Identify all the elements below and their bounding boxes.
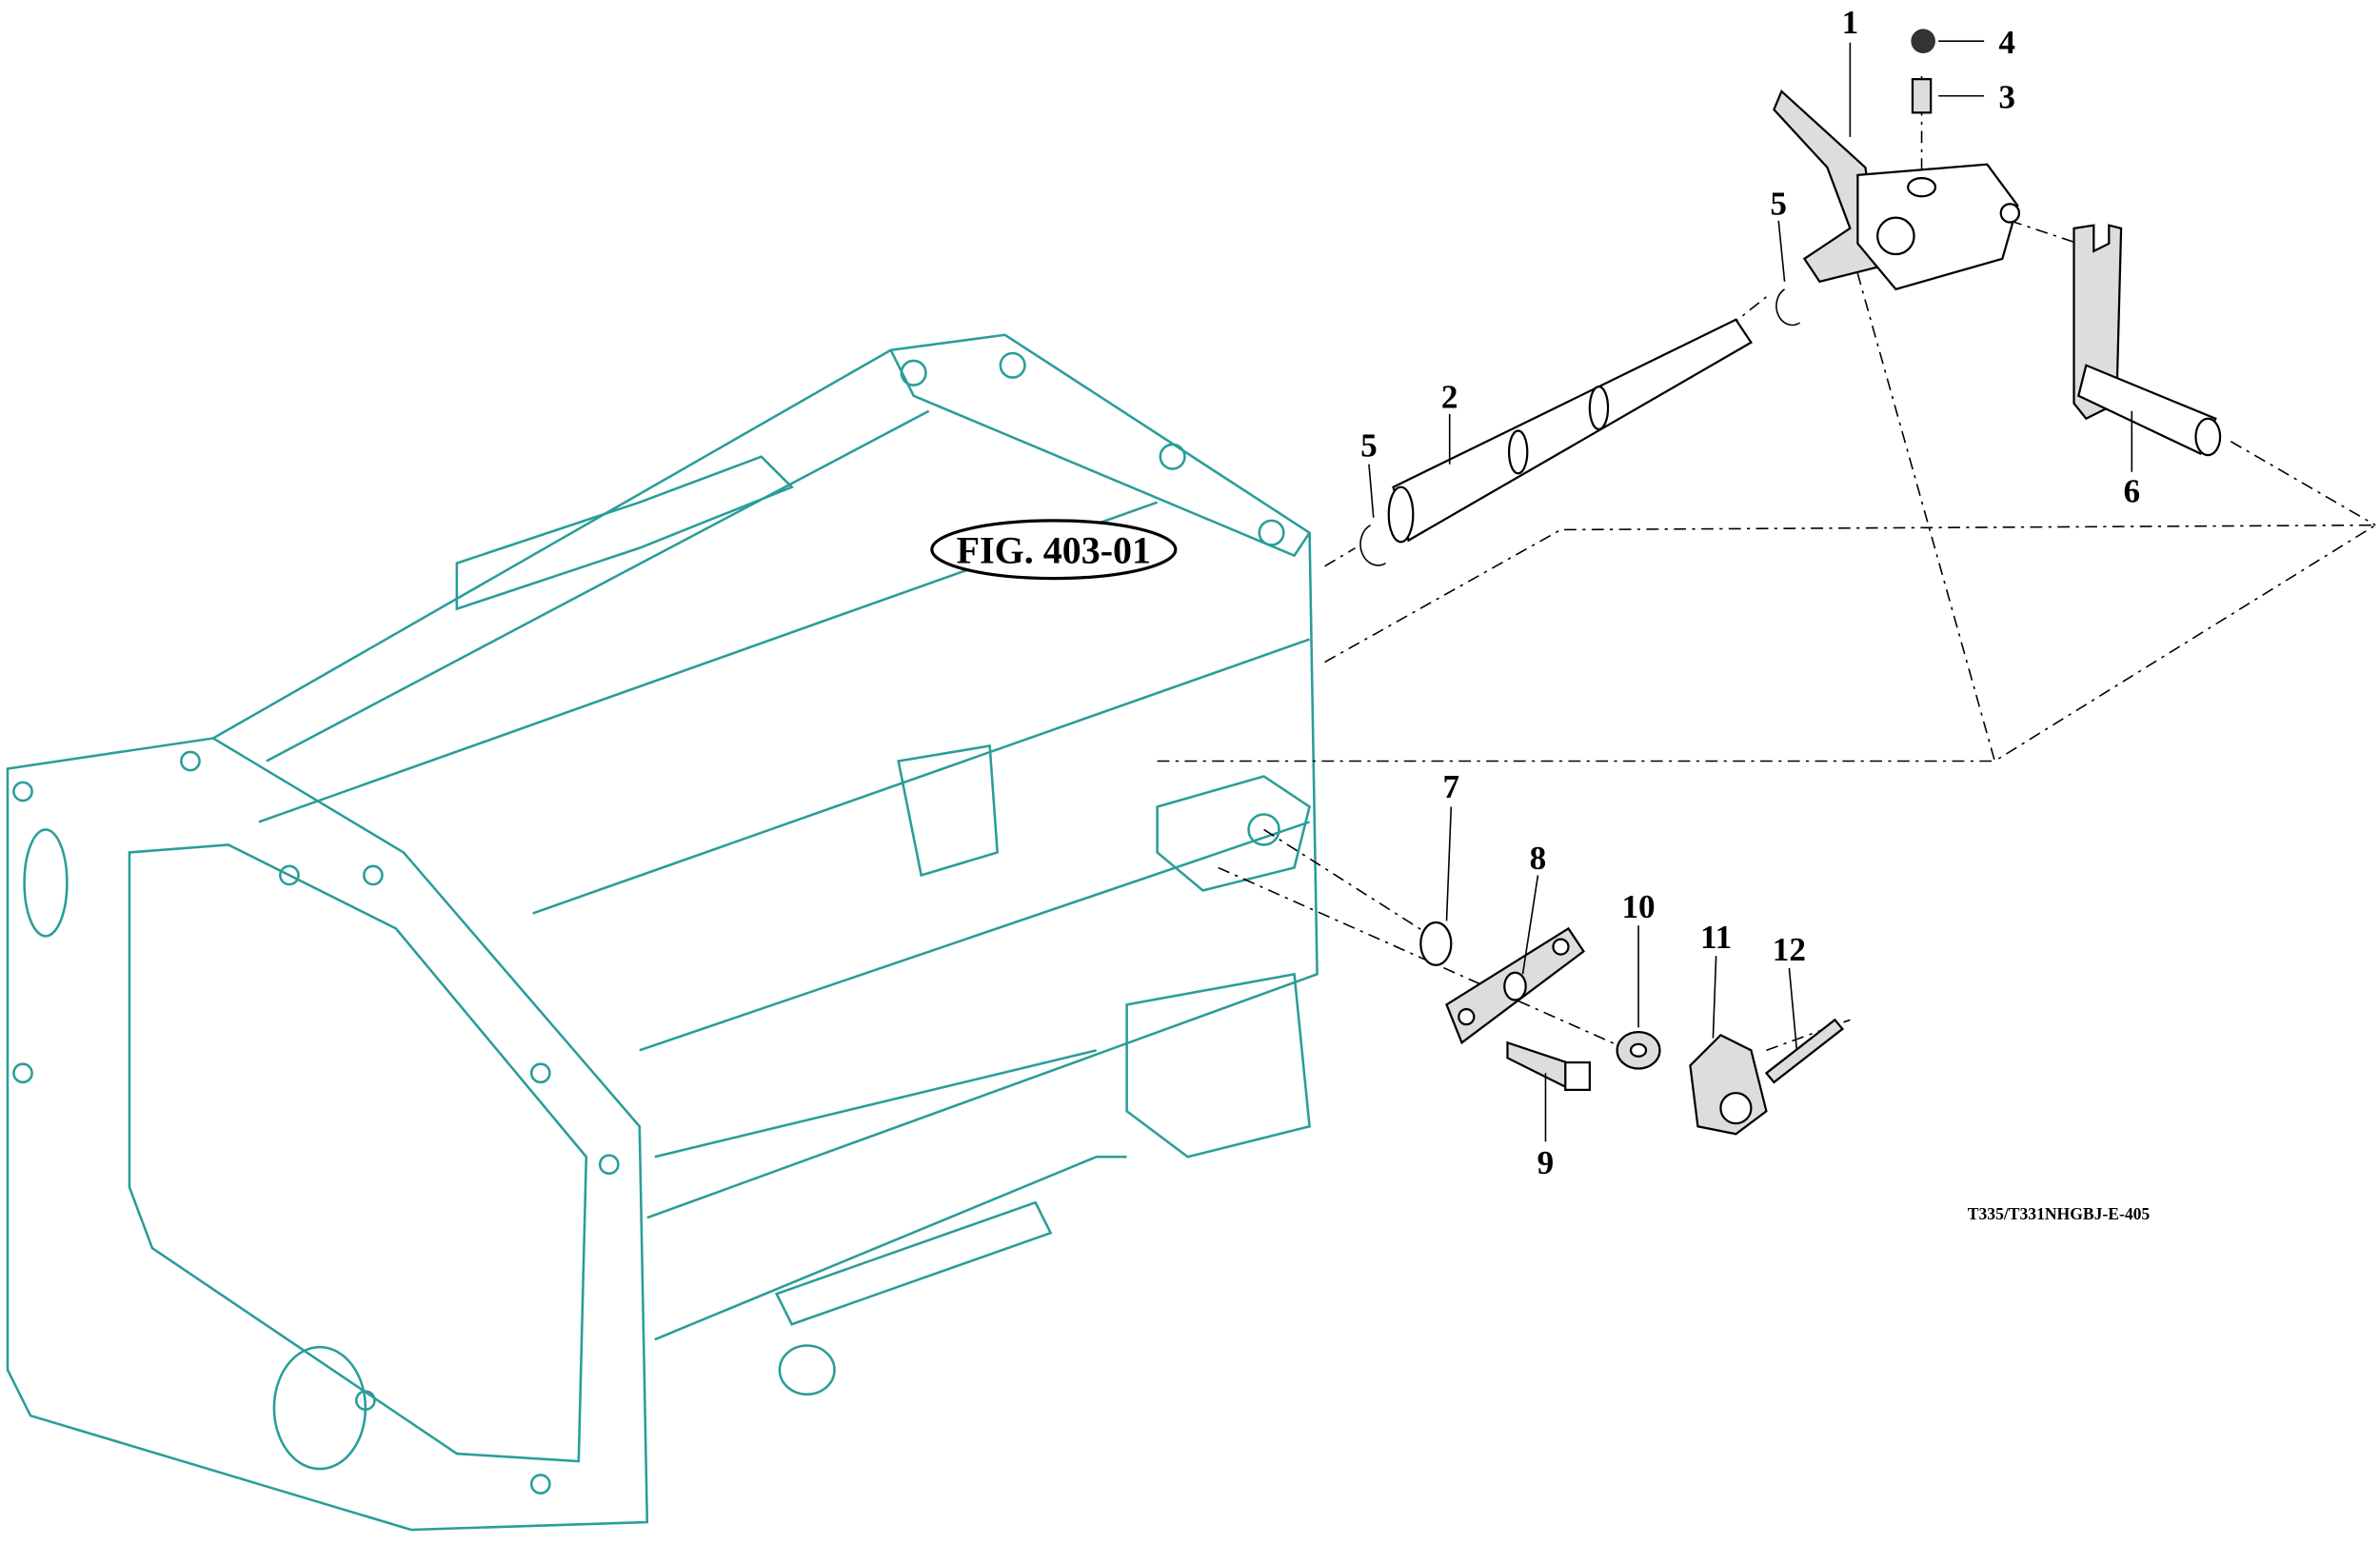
- part-6-shift-lever-shaft: [2073, 224, 2222, 457]
- part-2-shift-rod: [1387, 318, 1754, 544]
- part-7-o-ring: [1419, 921, 1453, 966]
- part-10-washer: [1616, 1031, 1661, 1070]
- callout-1: 1: [1842, 4, 1859, 41]
- callout-2: 2: [1441, 379, 1458, 416]
- part-11-shift-arm: [1689, 1033, 1768, 1136]
- figure-reference-label: FIG. 403-01: [957, 529, 1151, 572]
- callout-5-upper: 5: [1770, 185, 1787, 222]
- callout-12: 12: [1773, 931, 1806, 968]
- part-8-plate: [1445, 926, 1585, 1045]
- figure-reference-badge[interactable]: FIG. 403-01: [930, 519, 1178, 581]
- callout-8: 8: [1530, 840, 1547, 877]
- drawing-code: T335/T331NHGBJ-E-405: [1968, 1204, 2151, 1223]
- callout-10: 10: [1621, 888, 1655, 925]
- part-12-pin: [1764, 1018, 1844, 1084]
- part-3-spring: [1911, 78, 1933, 114]
- callout-3: 3: [1998, 79, 2015, 116]
- callout-11: 11: [1700, 919, 1732, 956]
- leader-lines: [1368, 40, 2133, 1142]
- part-4-ball: [1911, 29, 1935, 53]
- part-1-shift-fork: [1773, 89, 2021, 291]
- callout-5-lower: 5: [1360, 427, 1378, 465]
- part-9-bolt: [1506, 1040, 1591, 1092]
- callout-9: 9: [1537, 1144, 1555, 1181]
- callout-6: 6: [2123, 473, 2140, 510]
- callout-7: 7: [1443, 768, 1460, 805]
- transmission-housing: [6, 333, 1319, 1532]
- callout-4: 4: [1998, 24, 2015, 61]
- part-5-snap-ring: [1359, 288, 1801, 566]
- assembly-lines: [1157, 75, 2379, 1052]
